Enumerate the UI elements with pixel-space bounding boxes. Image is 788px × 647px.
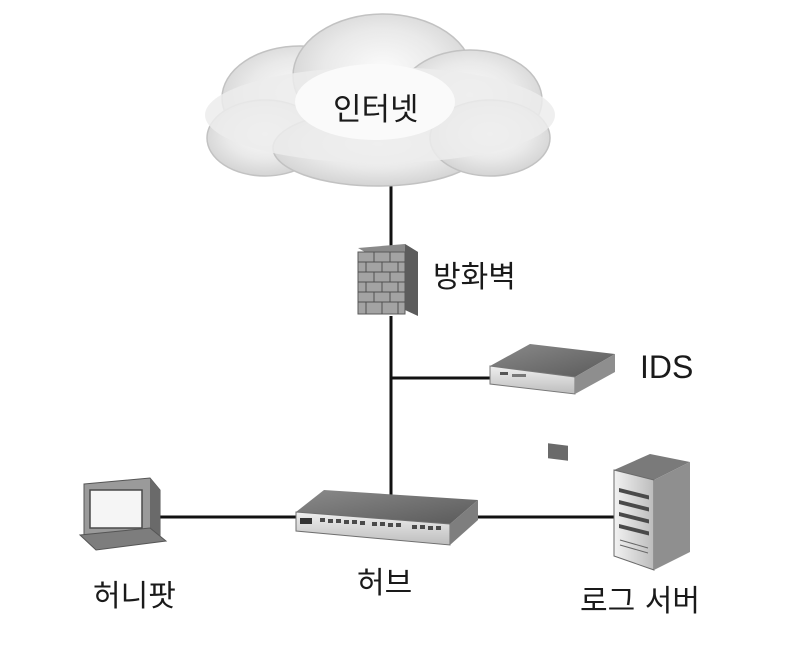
computer-monitor-icon — [78, 477, 168, 551]
cloud-icon — [205, 13, 555, 187]
connection-lines — [160, 182, 615, 519]
brick-wall-icon — [357, 244, 418, 316]
internet-label: 인터넷 — [333, 92, 419, 128]
hub-label: 허브 — [357, 566, 413, 601]
log-server-label: 로그 서버 — [580, 584, 700, 619]
tower-server-icon — [613, 454, 690, 571]
honeypot-label: 허니팟 — [93, 579, 176, 614]
network-appliance-icon — [489, 344, 615, 461]
network-hub-icon — [295, 490, 478, 546]
ids-label: IDS — [640, 349, 694, 385]
firewall-label: 방화벽 — [433, 260, 516, 295]
